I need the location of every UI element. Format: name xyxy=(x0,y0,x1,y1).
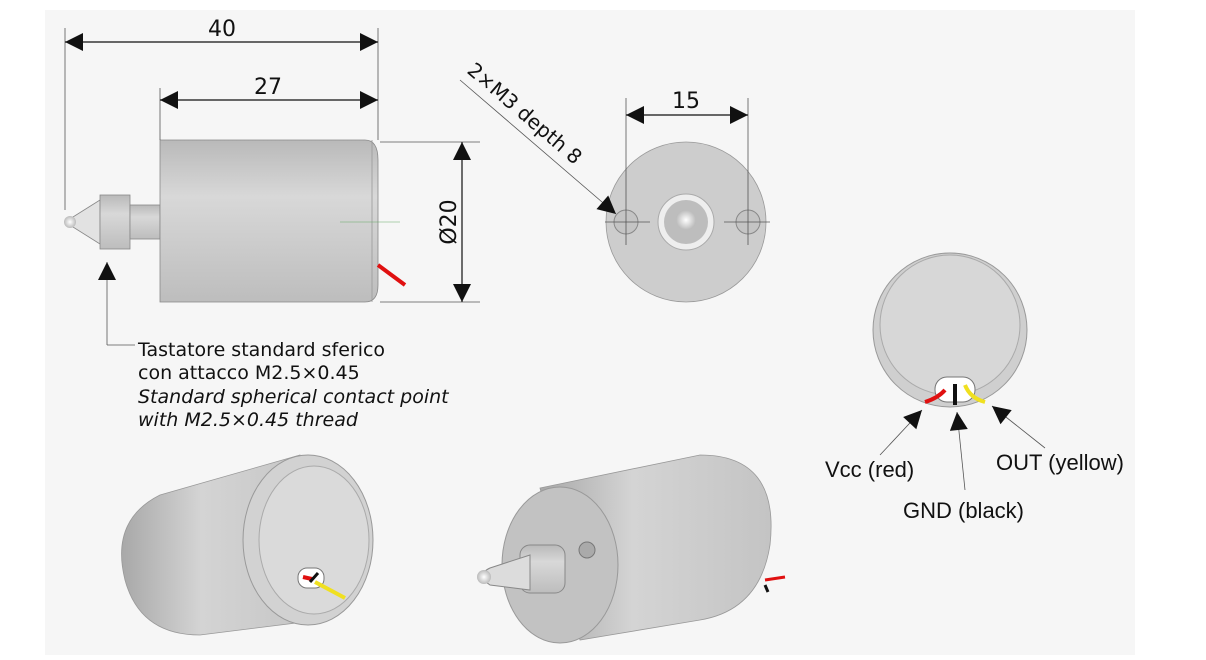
dimension-diameter: Ø20 xyxy=(380,141,480,303)
dimension-27: 27 xyxy=(159,75,378,140)
red-wire xyxy=(376,263,407,287)
out-label: OUT (yellow) xyxy=(996,450,1124,475)
gnd-label: GND (black) xyxy=(903,498,1024,523)
isometric-view-back xyxy=(121,454,374,636)
dimension-15-label: 15 xyxy=(672,89,700,114)
side-view xyxy=(64,139,407,303)
note-line-2: con attacco M2.5×0.45 xyxy=(138,362,360,384)
isometric-view-front xyxy=(477,454,786,644)
probe-ball xyxy=(64,216,76,228)
center-ball xyxy=(676,210,696,230)
vcc-label: Vcc (red) xyxy=(825,457,914,482)
out-wire xyxy=(963,384,986,404)
sensor-body xyxy=(159,139,379,303)
vcc-wire xyxy=(924,388,947,404)
dimension-40-label: 40 xyxy=(208,17,236,42)
probe-shaft xyxy=(129,204,161,240)
note-line-3: Standard spherical contact point xyxy=(138,386,450,408)
dimension-diameter-label: Ø20 xyxy=(437,199,462,244)
dimension-40: 40 xyxy=(64,17,379,210)
dimension-27-label: 27 xyxy=(254,75,282,100)
note-line-1: Tastatore standard sferico xyxy=(137,339,385,361)
probe-collar xyxy=(99,194,131,250)
back-view: Vcc (red) GND (black) OUT (yellow) xyxy=(825,252,1124,523)
note-line-4: with M2.5×0.45 thread xyxy=(138,409,359,431)
probe-note: Tastatore standard sferico con attacco M… xyxy=(98,262,450,431)
